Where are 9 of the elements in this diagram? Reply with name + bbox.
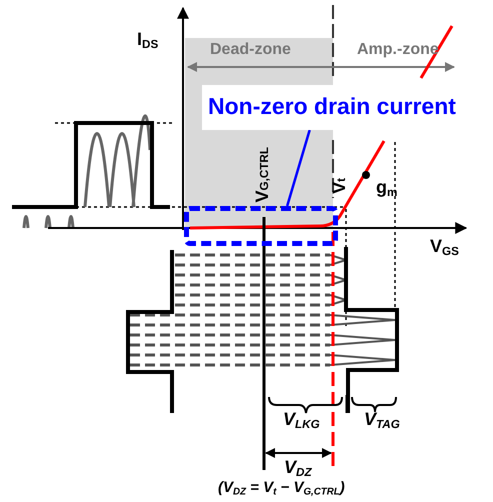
voltage-label: V$_{LKG}$ [283,410,320,431]
leader-line [286,130,311,206]
equation-text: (V$_{DZ}$ = V$_{t}$ − V$_{G,CTRL}$) [218,480,345,498]
dashed-region-box [184,206,338,246]
voltage-label: V$_{TAG}$ [364,410,400,431]
voltage-label: V$_{DZ}$ [284,458,312,479]
zone-label: Dead-zone [210,42,291,58]
axis-label: I$_{DS}$ [137,30,158,51]
axis-label: V$_{GS}$ [430,237,459,258]
